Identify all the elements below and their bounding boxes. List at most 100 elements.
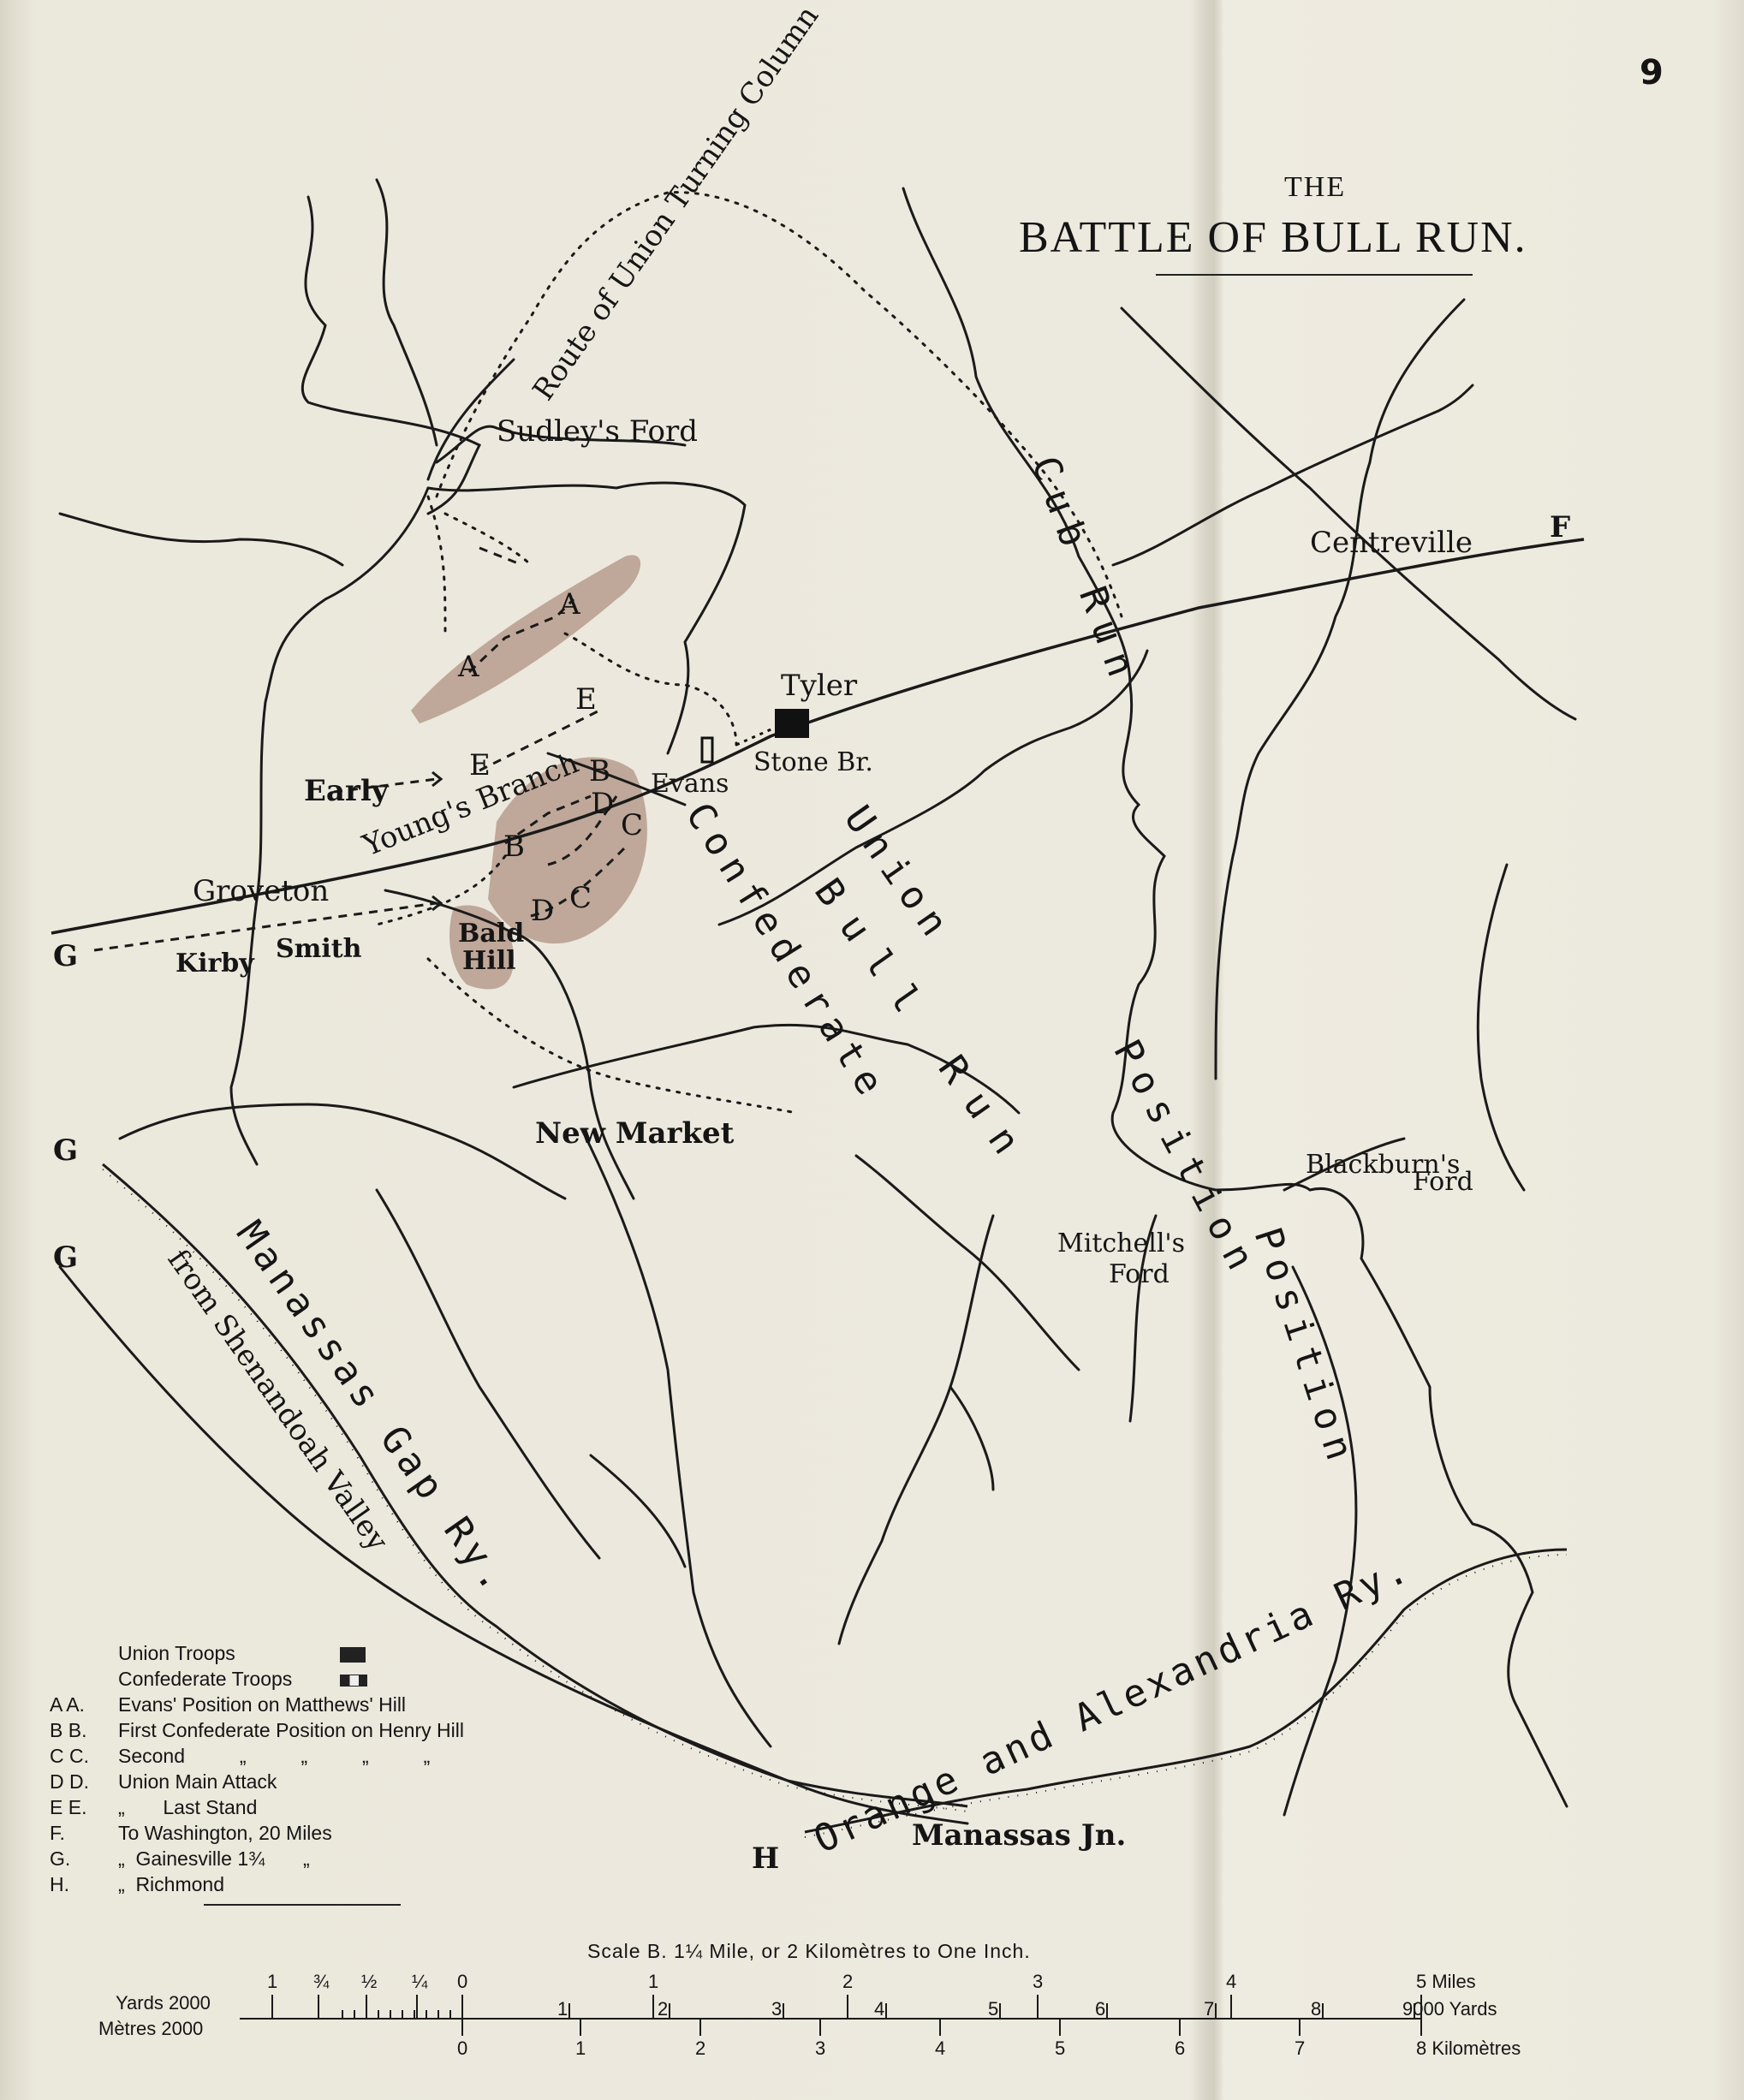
road-g-east (118, 1103, 567, 1200)
early-arrow (333, 777, 437, 794)
evans-confederate-troops (700, 736, 714, 764)
manassas-gap-road (375, 1188, 601, 1560)
road-centre-south (1128, 1214, 1158, 1423)
road-to-new-market (384, 889, 635, 1200)
orange-alexandria-railway (804, 1548, 1568, 1834)
label-cub-run: Cub Run (1023, 450, 1147, 693)
mark-f: F (1550, 510, 1570, 544)
label-evans: Evans (651, 769, 729, 799)
upper-stream-left (301, 195, 482, 515)
mark-b-west: B (503, 830, 525, 864)
label-centreville: Centreville (1310, 526, 1473, 560)
legend-text-aa: Evans' Position on Matthews' Hill (118, 1693, 407, 1716)
legend-row-g: G.„ Gainesville 1¾ „ (50, 1846, 464, 1871)
confederate-troops-symbol (340, 1674, 368, 1687)
label-hill: Hill (462, 946, 516, 976)
bull-run-stream (902, 187, 1568, 1808)
label-new-market: New Market (535, 1116, 735, 1151)
route-sudleys-south (426, 495, 447, 635)
map-legend: Union Troops Confederate Troops A A.Evan… (50, 1640, 464, 1906)
scale-yard-label: 4 (874, 1998, 884, 2020)
position-d-d (547, 795, 618, 866)
legend-key-g: G. (50, 1847, 71, 1870)
streams-and-roads (58, 178, 1577, 1825)
legend-key-ee: E E. (50, 1796, 87, 1818)
mark-b-east: B (589, 754, 610, 788)
scale-mile-label: 3 (1033, 1971, 1043, 1992)
sudleys-ford-path (435, 425, 687, 464)
legend-row-ee: E E.„ Last Stand (50, 1794, 464, 1820)
label-early: Early (304, 774, 390, 808)
upper-branch (426, 358, 515, 481)
southwest-road (58, 1265, 969, 1825)
road-new-market-east (512, 1023, 1021, 1115)
legend-row-bb: B B.First Confederate Position on Henry … (50, 1717, 464, 1743)
kirby-smith-arrow (93, 901, 437, 952)
tyler-union-troops (775, 709, 809, 738)
route-to-a (563, 632, 738, 747)
legend-underline (204, 1904, 401, 1906)
scale-mile-fraction-label: 0 (457, 1971, 467, 1992)
label-route-union-turning: Route of Union Turning Column (527, 0, 826, 407)
legend-text-bb: First Confederate Position on Henry Hill (118, 1719, 464, 1741)
scale-title: Scale B. 1¼ Mile, or 2 Kilomètres to One… (587, 1940, 1031, 1962)
label-tyler: Tyler (781, 669, 858, 703)
road-south-from-new-market (580, 1128, 772, 1748)
mark-a-west: A (457, 650, 479, 684)
mark-e-east: E (575, 682, 597, 717)
tributary-east (717, 649, 1149, 926)
turnpike-line (51, 538, 1585, 935)
terrain-shading (411, 555, 647, 990)
early-arrowhead (432, 770, 443, 788)
map-title: BATTLE OF BULL RUN. (1019, 213, 1527, 262)
scale-yard-label: 7 (1204, 1998, 1214, 2020)
legend-row-aa: A A.Evans' Position on Matthews' Hill (50, 1692, 464, 1717)
mark-g-railway: G (53, 1133, 78, 1168)
scale-km-label: 6 (1175, 2038, 1185, 2059)
label-stone-br: Stone Br. (753, 747, 873, 777)
map-title-the: THE (1284, 171, 1347, 203)
northwest-road (58, 512, 344, 567)
legend-key-f: F. (50, 1822, 65, 1844)
troop-positions (467, 598, 627, 918)
legend-text-h: „ Richmond (118, 1873, 224, 1895)
scale-mile-label: 4 (1226, 1971, 1236, 1992)
label-smith: Smith (276, 934, 362, 964)
mark-h: H (752, 1841, 779, 1876)
legend-union-troops-label: Union Troops (118, 1642, 235, 1664)
road-east-south (1283, 1265, 1358, 1817)
mark-c-east: C (621, 808, 643, 842)
scale-mile-fraction-label: ¾ (313, 1971, 330, 1992)
union-route-dotted (375, 191, 1123, 1115)
label-confederate-position: Position (1246, 1223, 1365, 1473)
position-a-a (467, 598, 575, 674)
legend-row-dd: D D.Union Main Attack (50, 1769, 464, 1794)
scale-yard-label: 9000 Yards (1402, 1998, 1497, 2020)
scale-mile-fraction-label: ½ (361, 1971, 377, 1992)
legend-union-troops: Union Troops (50, 1640, 464, 1666)
railways (102, 1163, 1568, 1834)
kirby-smith-arrowhead (432, 895, 443, 912)
scale-km-label: 3 (815, 2038, 825, 2059)
scale-yards-label: Yards 2000 (116, 1992, 211, 2014)
scale-metres-label: Mètres 2000 (98, 2018, 203, 2039)
label-blackburns: Blackburn's (1306, 1150, 1460, 1180)
western-stream (229, 486, 430, 1166)
label-kirby: Kirby (176, 949, 255, 979)
scale-km-label: 4 (935, 2038, 945, 2059)
movement-arrows (93, 546, 523, 952)
road-north-east (1111, 384, 1474, 567)
label-mitchells-ford: Ford (1109, 1259, 1170, 1289)
label-bald: Bald (458, 919, 524, 949)
scale-yard-label: 5 (988, 1998, 998, 2020)
stone-bridge-link (735, 726, 776, 747)
mark-g-road: G (53, 1240, 78, 1275)
union-arrow (479, 546, 523, 567)
scale-mile-label: 5 Miles (1416, 1971, 1476, 1992)
mark-c-west: C (569, 881, 592, 915)
legend-key-cc: C C. (50, 1745, 89, 1767)
road-mitchells-south (837, 1214, 995, 1645)
legend-row-h: H.„ Richmond (50, 1871, 464, 1897)
